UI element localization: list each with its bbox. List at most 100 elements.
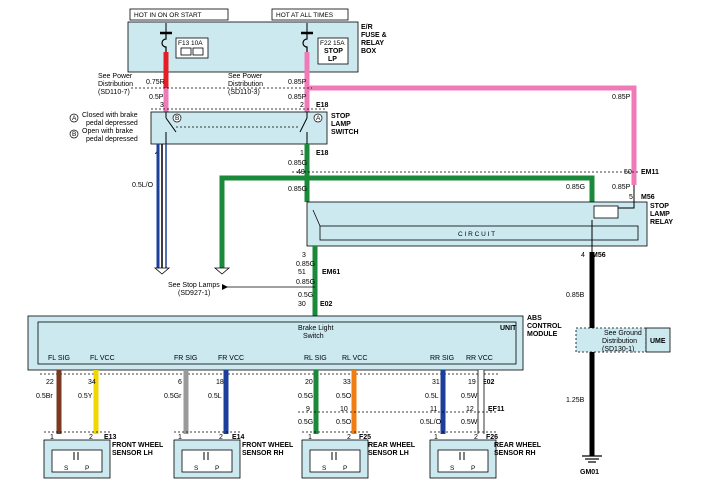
sensor-rl-s: S <box>322 465 327 472</box>
wire-label-085G-d: 0.85G <box>296 279 315 286</box>
conn-M56-a: M56 <box>641 194 655 201</box>
sensor-fr-label-2: SENSOR RH <box>242 450 284 457</box>
wire-label-05G-a: 0.5G <box>298 292 313 299</box>
sensor-fr-p: P <box>215 465 219 472</box>
pin-50: 50 <box>624 169 632 176</box>
wire-label-05W-a: 0.5W <box>461 393 478 400</box>
pin-10: 10 <box>340 406 348 413</box>
sensor-rl: S P <box>301 439 369 479</box>
fuse-22-label: F22 15A <box>320 40 345 47</box>
wire-label-05P: 0.5P <box>149 94 164 101</box>
wire-label-05G-b: 0.5G <box>298 393 313 400</box>
pin-3b: 3 <box>302 252 306 259</box>
pin-18: 18 <box>216 379 224 386</box>
relay-circuit-box <box>319 225 639 241</box>
fuse-13-label: F13 10A <box>178 40 203 47</box>
abs-pin-rl-vcc: RL VCC <box>342 355 367 362</box>
see-power-1-l3: (SD110-7) <box>98 89 130 96</box>
wire-label-085G-relay: 0.85G <box>566 184 585 191</box>
wire-label-125B: 1.25B <box>566 397 585 404</box>
sensor-rr-p: P <box>471 465 475 472</box>
abs-label-3: MODULE <box>527 331 558 338</box>
conn-E02-a: E02 <box>320 301 333 308</box>
sensor-3-pin-2: 2 <box>347 434 351 441</box>
sensor-1-pin-1: 1 <box>50 434 54 441</box>
wire-label-085G-a: 0.85G <box>288 160 307 167</box>
engine-icon <box>180 47 192 56</box>
abs-pin-rr-vcc: RR VCC <box>466 355 493 362</box>
pin-20: 20 <box>305 379 313 386</box>
conn-EM61: EM61 <box>322 269 340 276</box>
relay-label-1: STOP <box>650 203 669 210</box>
book-icon <box>192 47 204 56</box>
pin-33: 33 <box>343 379 351 386</box>
abs-label-1: ABS <box>527 315 542 322</box>
conn-E13: E13 <box>104 434 117 441</box>
brake-switch-l2: Switch <box>303 333 324 340</box>
pin-1-switch: 1 <box>300 150 304 157</box>
sensor-rr-label-2: SENSOR RH <box>494 450 536 457</box>
relay-switch-icon <box>593 205 619 219</box>
arrow-lamps-a <box>153 267 171 275</box>
abs-pin-fl-sig: FL SIG <box>48 355 70 362</box>
sensor-fr-label-1: FRONT WHEEL <box>242 442 294 449</box>
hot-on-label: HOT IN ON OR START <box>134 12 202 19</box>
wire-label-05L-a: 0.5L <box>208 393 222 400</box>
pin-6: 6 <box>178 379 182 386</box>
wire-label-085P-b: 0.85P <box>288 94 307 101</box>
abs-pin-fl-vcc: FL VCC <box>90 355 115 362</box>
wire-pink-relay <box>307 85 637 185</box>
wire-label-05O-a: 0.5O <box>336 393 352 400</box>
wire-label-085P-right: 0.85P <box>612 94 631 101</box>
switch-label-3: SWITCH <box>331 129 359 136</box>
see-ground-l3: (SD130-1) <box>602 346 634 353</box>
relay-circuit-label: C I R C U I T <box>458 231 495 238</box>
sensor-rl-label-2: SENSOR LH <box>368 450 409 457</box>
wire-label-05L-b: 0.5L <box>425 393 439 400</box>
abs-unit-label: UNIT <box>500 325 517 332</box>
wire-label-05Gr: 0.5Gr <box>164 393 182 400</box>
pin-11: 11 <box>430 406 437 413</box>
switch-A-marker: A <box>316 115 321 122</box>
sensor-4-pin-2: 2 <box>474 434 478 441</box>
fuse-22-lp: LP <box>328 56 337 63</box>
conn-E18-a: E18 <box>316 102 329 109</box>
conn-F26: F26 <box>486 434 498 441</box>
pin-9: 9 <box>306 406 310 413</box>
pin-3: 3 <box>160 102 164 109</box>
wire-green-loop <box>219 175 595 268</box>
legend-b-2: pedal depressed <box>86 136 138 143</box>
pin-34: 34 <box>88 379 96 386</box>
sensor-rr-s: S <box>450 465 455 472</box>
see-power-1-l1: See Power <box>98 73 133 80</box>
sensor-rr-label-1: REAR WHEEL <box>494 442 542 449</box>
hot-all-box <box>271 8 349 21</box>
sensor-3-pin-1: 1 <box>308 434 312 441</box>
see-ground-l2: Distribution <box>602 338 637 345</box>
see-power-2-l2: Distribution <box>228 81 263 88</box>
see-power-1-l2: Distribution <box>98 81 133 88</box>
sensor-2-pin-1: 1 <box>178 434 182 441</box>
see-stop-l2: (SD927-1) <box>178 290 210 297</box>
sensor-1-pin-2: 2 <box>89 434 93 441</box>
pin-51: 51 <box>298 269 306 276</box>
sensor-fl-label-1: FRONT WHEEL <box>112 442 164 449</box>
abs-label-2: CONTROL <box>527 323 562 330</box>
wire-label-05LO-b: 0.5L/O <box>420 419 442 426</box>
legend-a-2: pedal depressed <box>86 120 138 127</box>
fuse-22-stop: STOP <box>324 48 343 55</box>
wire-label-05LO: 0.5L/O <box>132 182 154 189</box>
ume-box <box>645 327 671 353</box>
see-power-2-l1: See Power <box>228 73 263 80</box>
pin-4-relay: 4 <box>581 252 585 259</box>
conn-M56-b: M56 <box>592 252 606 259</box>
abs-pin-rr-sig: RR SIG <box>430 355 454 362</box>
sensor-rl-label-1: REAR WHEEL <box>368 442 416 449</box>
sensor-fl-s: S <box>64 465 69 472</box>
wire-label-075R: 0.75R <box>146 79 165 86</box>
conn-E14: E14 <box>232 434 245 441</box>
wire-label-085G-b: 0.85G <box>288 186 307 193</box>
hot-all-label: HOT AT ALL TIMES <box>276 12 334 19</box>
pin-49: 49 <box>297 169 305 176</box>
